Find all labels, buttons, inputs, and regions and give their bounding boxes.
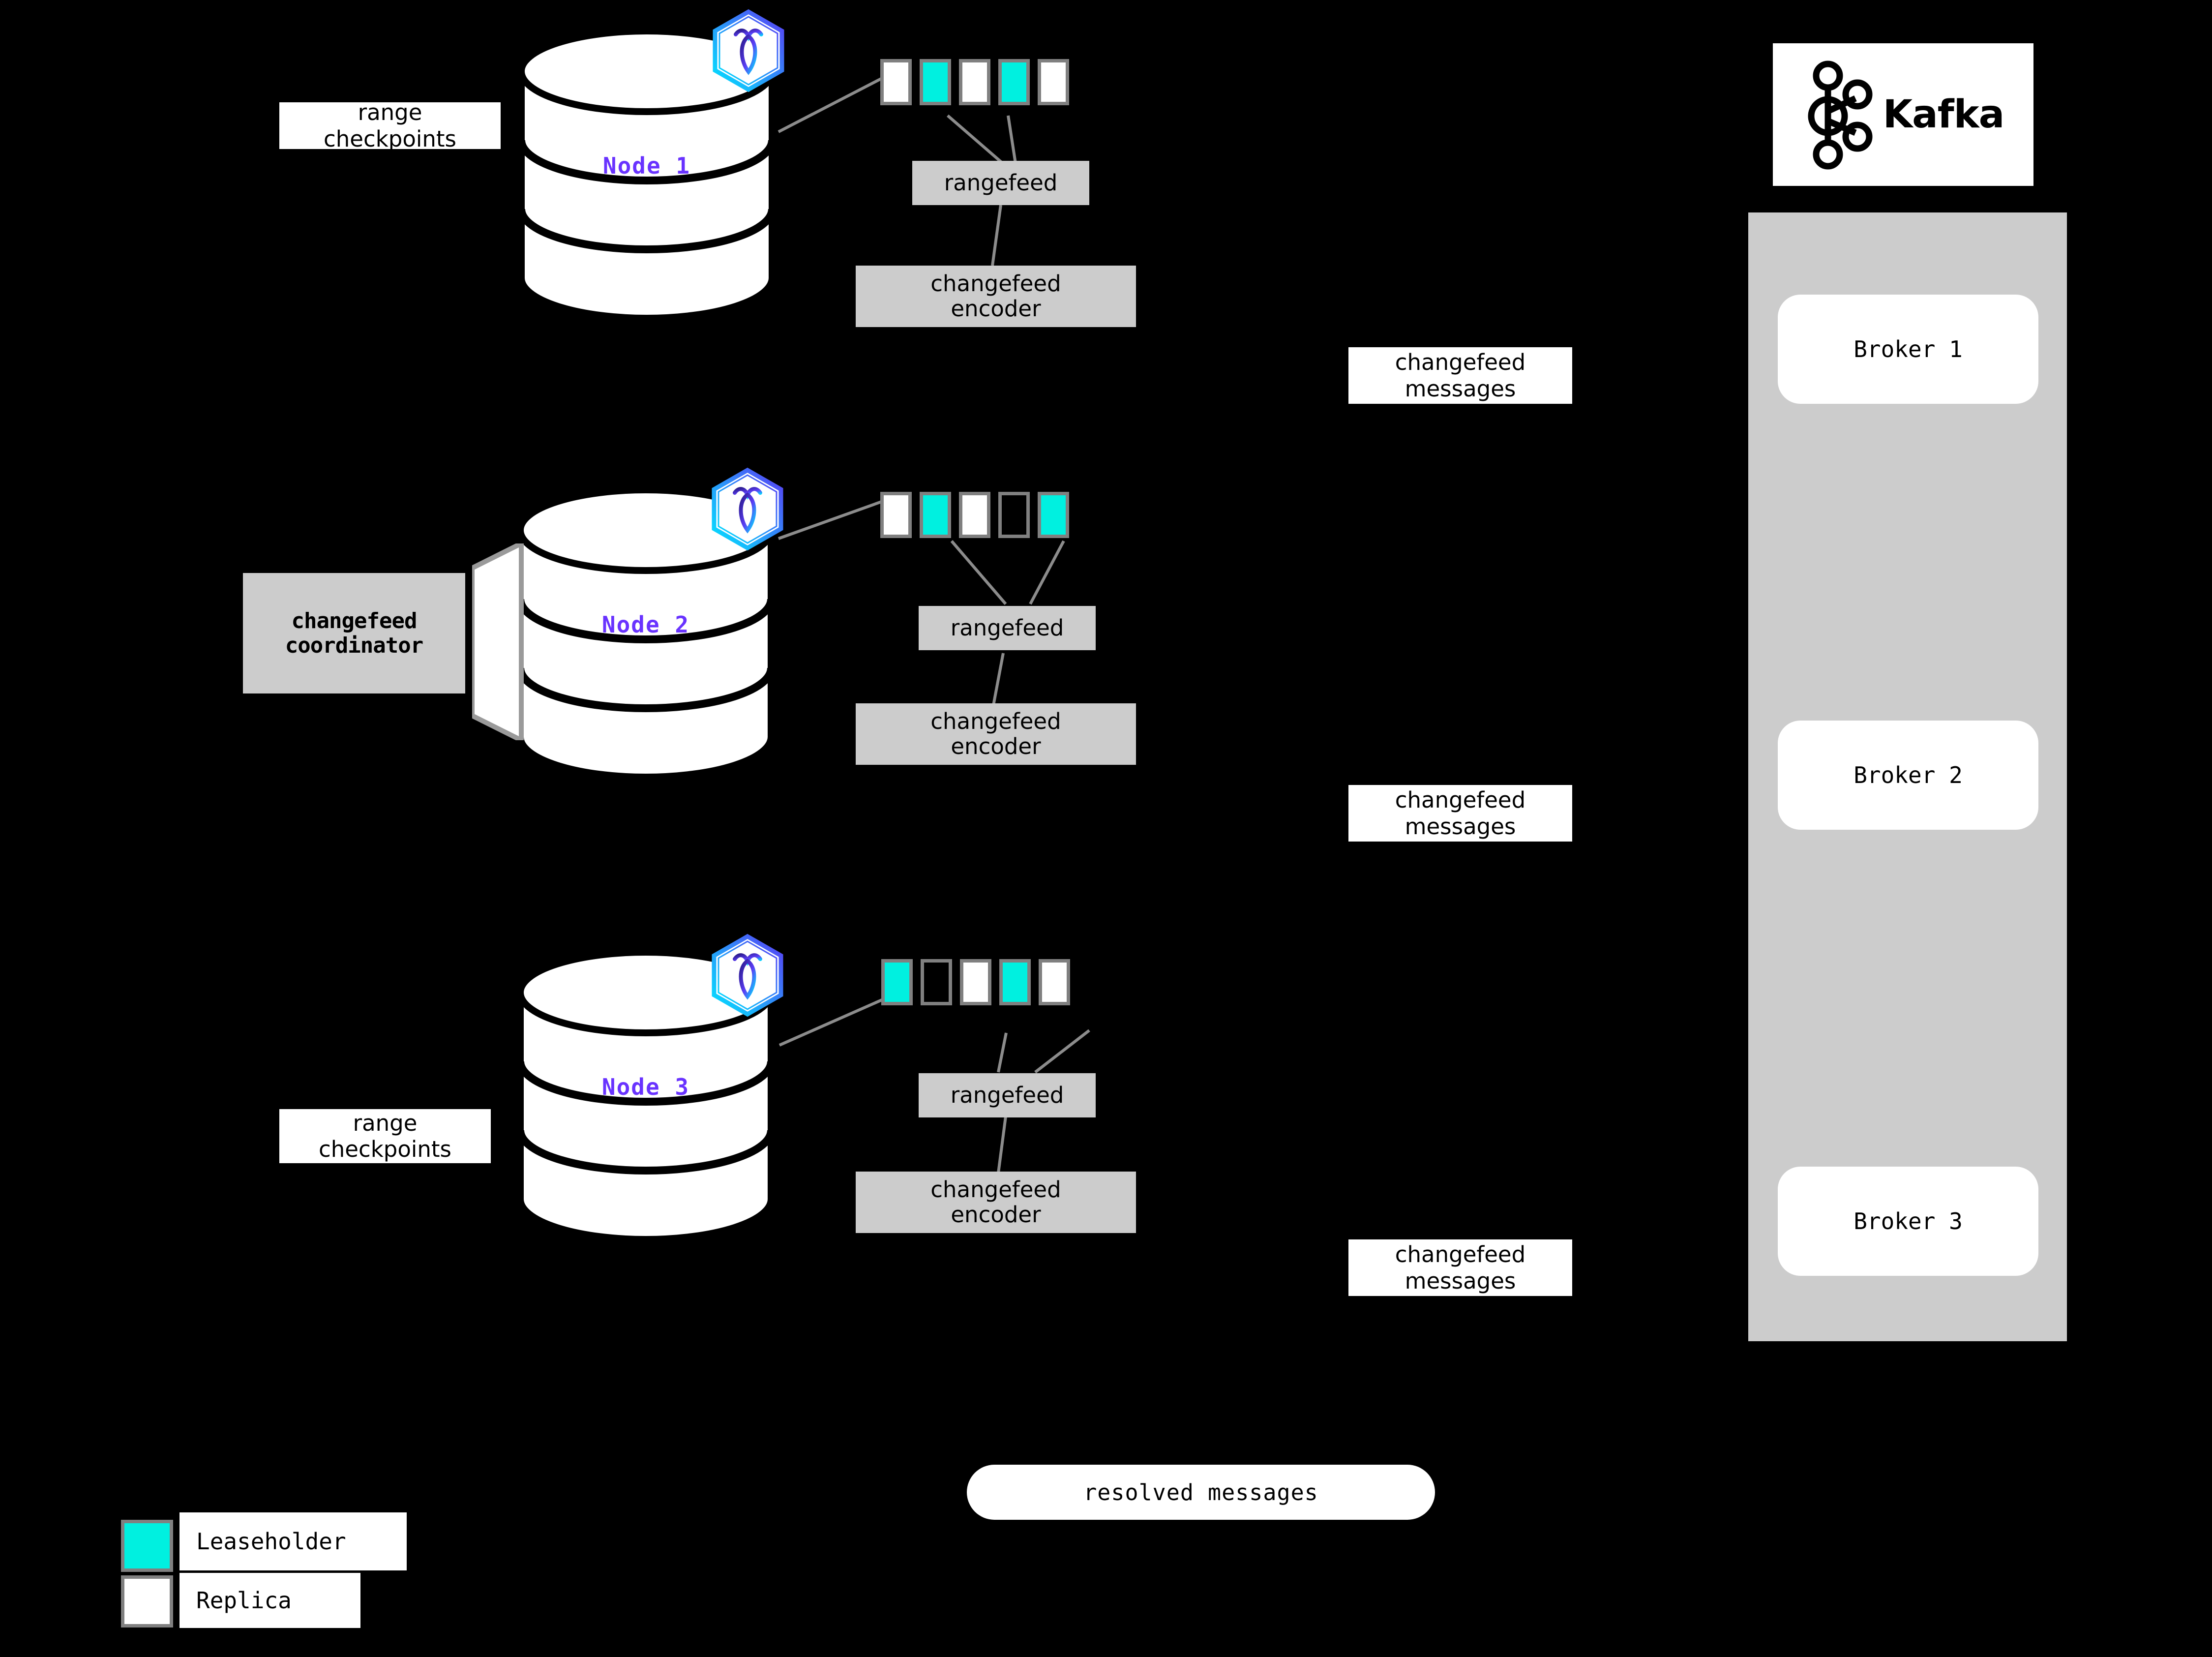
node3-changefeed-encoder-box[interactable]: changefeed encoder: [856, 1172, 1136, 1233]
legend-label-replica: Replica: [179, 1573, 360, 1628]
range-box-replica[interactable]: [1038, 59, 1069, 105]
range-box-leaseholder[interactable]: [999, 959, 1031, 1005]
messages-line-2: messages: [1405, 1267, 1516, 1294]
messages-line-1: changefeed: [1395, 1241, 1526, 1268]
encoder-line-2: encoder: [951, 295, 1041, 322]
node2-rangefeed-box[interactable]: rangefeed: [919, 606, 1096, 650]
range-box-empty[interactable]: [921, 959, 952, 1005]
broker-2[interactable]: Broker 2: [1778, 721, 2038, 830]
range-box-replica[interactable]: [959, 492, 990, 538]
kafka-broker-panel: Broker 1 Broker 2 Broker 3: [1748, 212, 2067, 1341]
encoder-line-1: changefeed: [930, 708, 1061, 735]
node1-label: Node 1: [602, 152, 691, 179]
node1-ranges: [880, 59, 1069, 105]
changefeed-coordinator-box[interactable]: changefeed coordinator: [243, 573, 465, 693]
node3-range-checkpoints-label: range checkpoints: [279, 1109, 491, 1163]
messages-line-2: messages: [1405, 375, 1516, 402]
encoder-line-1: changefeed: [930, 1176, 1061, 1203]
cockroachdb-logo-icon: [708, 467, 787, 551]
range-checkpoints-line-1: range: [358, 99, 422, 126]
legend-swatch-leaseholder: [121, 1520, 173, 1572]
range-box-replica[interactable]: [960, 959, 991, 1005]
resolved-messages-pill: resolved messages: [967, 1465, 1435, 1520]
range-box-leaseholder[interactable]: [998, 59, 1030, 105]
node3-ranges: [881, 959, 1070, 1005]
range-box-replica[interactable]: [1039, 959, 1070, 1005]
broker-inbound-arrow: [2065, 344, 2100, 362]
coordinator-arrow: [472, 543, 524, 740]
node1-cylinder: Node 1: [516, 27, 777, 322]
cockroachdb-logo-icon: [708, 934, 787, 1017]
legend-label-leaseholder: Leaseholder: [179, 1512, 407, 1570]
node1-rangefeed-box[interactable]: rangefeed: [912, 161, 1089, 205]
range-box-replica[interactable]: [880, 59, 912, 105]
range-box-leaseholder[interactable]: [920, 59, 951, 105]
changefeed-messages-label-1: changefeed messages: [1348, 347, 1572, 404]
coordinator-line-2: coordinator: [285, 633, 423, 658]
node3-rangefeed-box[interactable]: rangefeed: [919, 1073, 1096, 1117]
range-box-leaseholder[interactable]: [1038, 492, 1069, 538]
broker-1[interactable]: Broker 1: [1778, 295, 2038, 404]
node1-range-checkpoints-label: range checkpoints: [279, 99, 501, 152]
range-checkpoints-line-1: range: [353, 1110, 418, 1136]
cockroachdb-logo-icon: [709, 9, 788, 92]
legend-swatch-replica: [121, 1575, 173, 1627]
encoder-line-2: encoder: [951, 733, 1041, 759]
node2-changefeed-encoder-box[interactable]: changefeed encoder: [856, 703, 1136, 765]
node2-label: Node 2: [601, 611, 690, 638]
node2-ranges: [880, 492, 1069, 538]
range-box-replica[interactable]: [880, 492, 912, 538]
kafka-logo-icon: [1808, 60, 1873, 170]
range-box-leaseholder[interactable]: [881, 959, 913, 1005]
messages-line-1: changefeed: [1395, 787, 1526, 813]
node2-cylinder: Node 2: [515, 486, 776, 781]
range-box-replica[interactable]: [959, 59, 990, 105]
range-checkpoints-line-2: checkpoints: [319, 1136, 451, 1162]
range-checkpoints-line-2: checkpoints: [324, 125, 456, 152]
encoder-line-1: changefeed: [930, 271, 1061, 297]
range-box-leaseholder[interactable]: [920, 492, 951, 538]
messages-line-2: messages: [1405, 813, 1516, 840]
kafka-logo-card: Kafka: [1773, 43, 2033, 186]
changefeed-messages-label-3: changefeed messages: [1348, 1239, 1572, 1296]
range-box-empty[interactable]: [998, 492, 1030, 538]
messages-line-1: changefeed: [1395, 349, 1526, 376]
node1-changefeed-encoder-box[interactable]: changefeed encoder: [856, 266, 1136, 327]
coordinator-line-1: changefeed: [291, 608, 418, 634]
changefeed-messages-label-2: changefeed messages: [1348, 785, 1572, 842]
broker-3[interactable]: Broker 3: [1778, 1167, 2038, 1276]
node3-label: Node 3: [601, 1074, 690, 1100]
node3-cylinder: Node 3: [515, 948, 776, 1243]
encoder-line-2: encoder: [951, 1201, 1041, 1228]
kafka-wordmark: Kafka: [1883, 92, 2005, 137]
